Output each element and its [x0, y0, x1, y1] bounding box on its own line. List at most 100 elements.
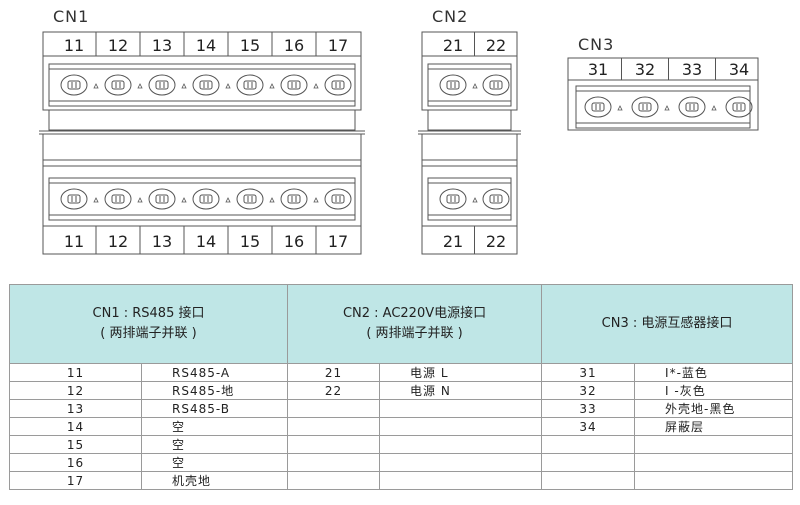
- screw-terminal-icon: [439, 74, 478, 96]
- pin-number-label: 22: [486, 232, 506, 251]
- pin-number-cell: [287, 399, 381, 418]
- pin-number-cell: [541, 453, 636, 472]
- pin-function-cell: RS485-A: [140, 363, 289, 382]
- cn1-header: CN1 : RS485 接口 ( 两排端子并联 ): [8, 284, 289, 364]
- screw-terminal-icon: [104, 188, 143, 210]
- pin-number-cell: 33: [541, 399, 636, 418]
- pin-number-label: 13: [152, 232, 172, 251]
- pin-function-cell: 电源 N: [379, 381, 543, 400]
- screw-terminal-icon: [584, 96, 623, 118]
- connector-label: CN3: [578, 35, 614, 54]
- pin-number-label: 21: [443, 36, 463, 55]
- cn1-header-note: ( 两排端子并联 ): [100, 326, 197, 341]
- pin-number-cell: 12: [9, 381, 142, 400]
- pin-number-label: 16: [284, 232, 304, 251]
- screw-terminal-icon: [60, 74, 99, 96]
- cn1-header-title: CN1 : RS485 接口: [92, 306, 205, 321]
- pin-number-label: 15: [240, 36, 260, 55]
- pin-function-cell: RS485-地: [140, 381, 289, 400]
- pin-function-cell: I*-蓝色: [634, 363, 794, 382]
- pin-number-cell: 11: [9, 363, 142, 382]
- pin-number-cell: 21: [287, 363, 381, 382]
- pin-number-cell: 16: [9, 453, 142, 472]
- screw-terminal-icon: [60, 188, 99, 210]
- pin-number-label: 32: [635, 60, 655, 79]
- pin-number-label: 22: [486, 36, 506, 55]
- screw-terminal-icon: [192, 74, 231, 96]
- pin-number-label: 12: [108, 36, 128, 55]
- connector-label: CN1: [53, 7, 89, 26]
- pin-number-label: 15: [240, 232, 260, 251]
- pin-function-cell: [634, 435, 794, 454]
- pin-number-label: 14: [196, 36, 216, 55]
- pin-number-label: 11: [64, 36, 84, 55]
- screw-terminal-icon: [280, 74, 319, 96]
- cn3-header: CN3 : 电源互感器接口: [541, 284, 794, 364]
- pin-number-cell: [287, 453, 381, 472]
- screw-terminal-icon: [236, 188, 275, 210]
- pin-number-label: 33: [682, 60, 702, 79]
- pin-number-cell: [287, 435, 381, 454]
- pin-number-label: 31: [588, 60, 608, 79]
- cn2-header: CN2 : AC220V电源接口 ( 两排端子并联 ): [287, 284, 543, 364]
- pin-function-cell: RS485-B: [140, 399, 289, 418]
- pin-function-cell: [379, 453, 543, 472]
- pin-number-cell: 31: [541, 363, 636, 382]
- screw-terminal-icon: [439, 188, 478, 210]
- pin-number-cell: 14: [9, 417, 142, 436]
- pin-function-cell: I -灰色: [634, 381, 794, 400]
- pin-number-label: 13: [152, 36, 172, 55]
- screw-terminal-icon: [678, 96, 717, 118]
- pin-function-cell: [634, 453, 794, 472]
- pin-function-cell: [379, 435, 543, 454]
- pin-number-label: 17: [328, 36, 348, 55]
- pin-number-label: 14: [196, 232, 216, 251]
- pin-function-cell: [634, 471, 794, 490]
- pin-number-cell: [287, 417, 381, 436]
- pin-function-cell: [379, 399, 543, 418]
- screw-terminal-icon: [482, 74, 510, 96]
- pin-number-cell: [541, 471, 636, 490]
- pin-number-cell: 34: [541, 417, 636, 436]
- pin-function-cell: 外壳地-黑色: [634, 399, 794, 418]
- pin-number-cell: 15: [9, 435, 142, 454]
- pin-function-cell: 机壳地: [140, 471, 289, 490]
- screw-terminal-icon: [192, 188, 231, 210]
- cn3-header-title: CN3 : 电源互感器接口: [601, 316, 733, 331]
- pin-function-cell: [379, 471, 543, 490]
- screw-terminal-icon: [482, 188, 510, 210]
- screw-terminal-icon: [324, 74, 352, 96]
- screw-terminal-icon: [148, 188, 187, 210]
- screw-terminal-icon: [104, 74, 143, 96]
- pin-function-cell: 空: [140, 435, 289, 454]
- screw-terminal-icon: [280, 188, 319, 210]
- pin-function-cell: [379, 417, 543, 436]
- pin-number-cell: 22: [287, 381, 381, 400]
- pin-function-cell: 空: [140, 453, 289, 472]
- table-header-row: CN1 : RS485 接口 ( 两排端子并联 ) CN2 : AC220V电源…: [8, 284, 794, 364]
- cn3-connector: CN3 31 32 33 34: [567, 35, 759, 131]
- pin-function-cell: 屏蔽层: [634, 417, 794, 436]
- pin-number-label: 17: [328, 232, 348, 251]
- pin-function-cell: 空: [140, 417, 289, 436]
- pin-number-label: 16: [284, 36, 304, 55]
- pin-number-cell: 13: [9, 399, 142, 418]
- pin-number-label: 34: [729, 60, 749, 79]
- pin-number-cell: 32: [541, 381, 636, 400]
- pin-assignment-table: CN1 : RS485 接口 ( 两排端子并联 ) CN2 : AC220V电源…: [8, 284, 794, 490]
- pin-number-label: 21: [443, 232, 463, 251]
- screw-terminal-icon: [236, 74, 275, 96]
- screw-terminal-icon: [148, 74, 187, 96]
- pin-function-cell: 电源 L: [379, 363, 543, 382]
- pin-number-cell: [541, 435, 636, 454]
